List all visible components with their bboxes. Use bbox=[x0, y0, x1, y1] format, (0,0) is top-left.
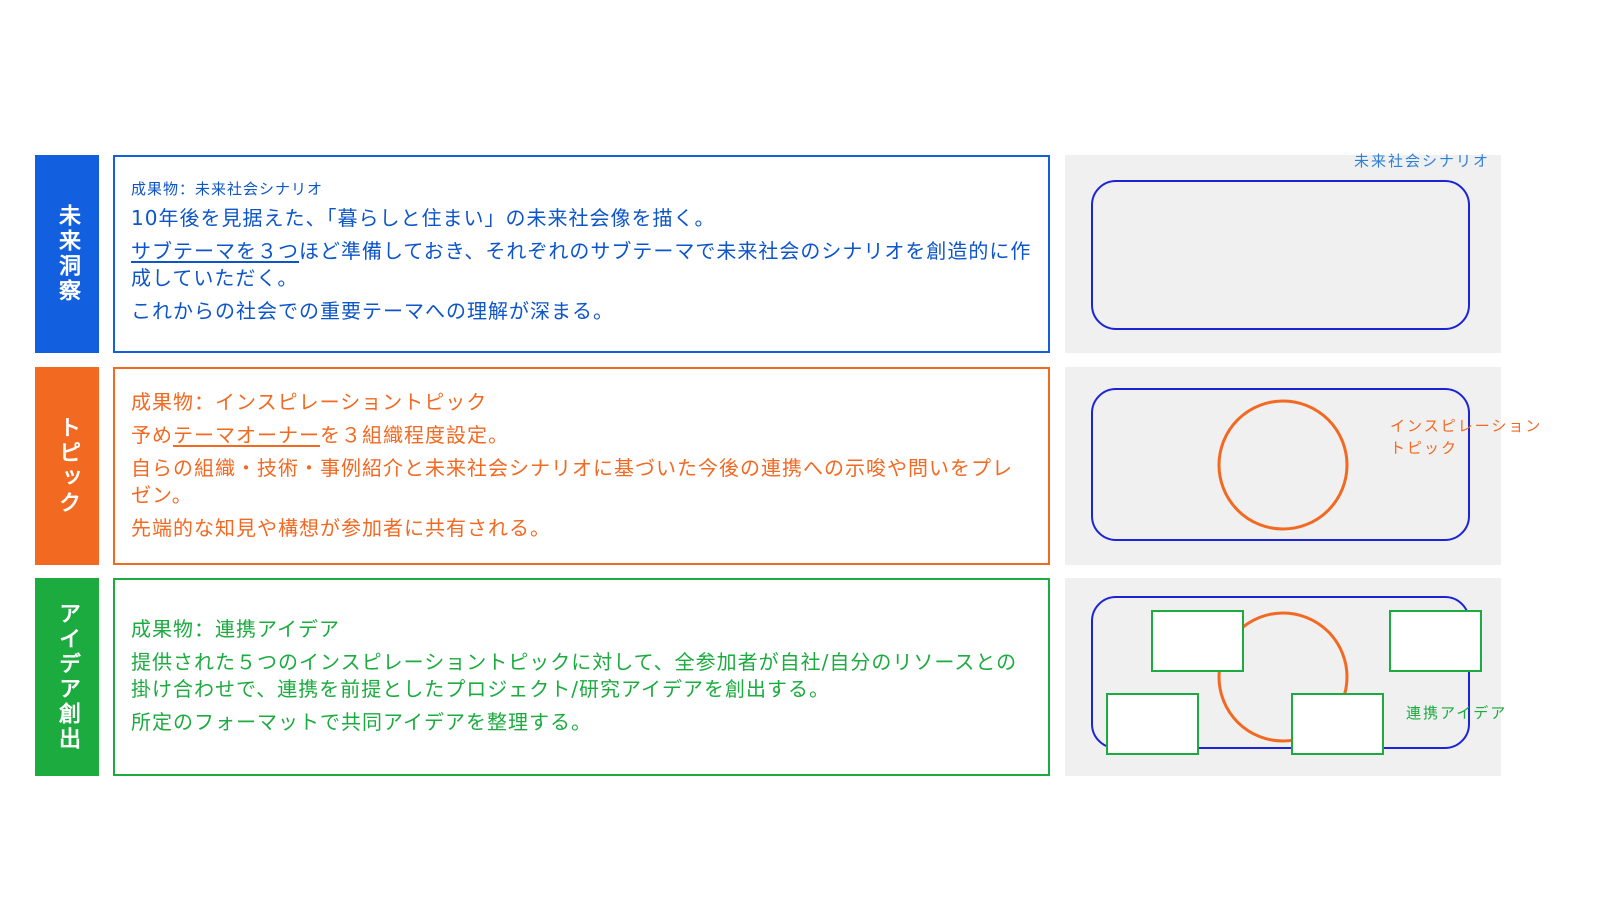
topic-description: 成果物：インスピレーショントピック 予めテーマオーナーを３組織程度設定。 自らの… bbox=[113, 367, 1050, 565]
future-insight-line-2: サブテーマを３つほど準備しておき、それぞれのサブテーマで未来社会のシナリオを創造… bbox=[131, 238, 1032, 292]
topic-line-2: 自らの組織・技術・事例紹介と未来社会シナリオに基づいた今後の連携への示唆や問いを… bbox=[131, 456, 1013, 507]
idea-circle bbox=[1217, 611, 1349, 743]
future-insight-line-3: これからの社会での重要テーマへの理解が深まる。 bbox=[131, 299, 614, 323]
tag-future-insight-label: 未来洞察 bbox=[55, 204, 80, 304]
topic-line-1: 予めテーマオーナーを３組織程度設定。 bbox=[131, 422, 1032, 449]
tag-idea-creation-label: アイデア創出 bbox=[55, 602, 80, 752]
future-insight-line-2-rest: ほど準備しておき、それぞれのサブテーマで未来社会のシナリオを創造的に作成していた… bbox=[131, 239, 1032, 290]
tag-future-insight: 未来洞察 bbox=[35, 155, 99, 353]
inspiration-topic-label-1: インスピレーション bbox=[1390, 417, 1543, 435]
tag-topic: トピック bbox=[35, 367, 99, 565]
inspiration-topic-label-2: トピック bbox=[1390, 439, 1459, 457]
idea-card-1 bbox=[1151, 610, 1244, 672]
idea-creation-line-1: 提供された５つのインスピレーショントピックに対して、全参加者が自社/自分のリソー… bbox=[131, 650, 1018, 701]
tag-topic-label: トピック bbox=[55, 416, 80, 516]
idea-creation-deliverable: 成果物：連携アイデア bbox=[131, 617, 340, 641]
future-insight-line-1: 10年後を見据えた、「暮らしと住まい」の未来社会像を描く。 bbox=[131, 206, 716, 230]
topic-deliverable: 成果物：インスピレーショントピック bbox=[131, 390, 488, 414]
collaboration-idea-svg bbox=[1091, 596, 1482, 755]
idea-creation-line-2: 所定のフォーマットで共同アイデアを整理する。 bbox=[131, 710, 592, 734]
idea-card-4 bbox=[1291, 693, 1384, 755]
future-scenario-diagram: 未来社会シナリオ bbox=[1065, 152, 1501, 353]
future-scenario-label: 未来社会シナリオ bbox=[1354, 152, 1491, 170]
future-insight-description: 成果物：未来社会シナリオ 10年後を見据えた、「暮らしと住まい」の未来社会像を描… bbox=[113, 155, 1050, 353]
future-insight-deliverable: 成果物：未来社会シナリオ bbox=[131, 180, 324, 198]
idea-creation-description: 成果物：連携アイデア 提供された５つのインスピレーショントピックに対して、全参加… bbox=[113, 578, 1050, 776]
scenario-frame bbox=[1091, 180, 1470, 330]
subtheme-underlined-text: サブテーマを３つ bbox=[131, 239, 299, 263]
topic-line-3: 先端的な知見や構想が参加者に共有される。 bbox=[131, 516, 551, 540]
inspiration-topic-diagram: インスピレーション トピック bbox=[1065, 367, 1540, 565]
idea-card-2 bbox=[1389, 610, 1482, 672]
collaboration-idea-diagram: 連携アイデア bbox=[1065, 578, 1505, 776]
collaboration-idea-label: 連携アイデア bbox=[1406, 704, 1508, 722]
theme-owner-underlined-text: テーマオーナー bbox=[173, 423, 320, 447]
idea-card-3 bbox=[1106, 693, 1199, 755]
future-scenario-svg bbox=[1091, 180, 1470, 330]
topic-frame bbox=[1091, 388, 1470, 541]
inspiration-topic-svg bbox=[1091, 388, 1470, 541]
topic-circle bbox=[1217, 399, 1349, 531]
topic-line-1-prefix: 予め bbox=[131, 423, 173, 447]
topic-line-1-suffix: を３組織程度設定。 bbox=[320, 423, 509, 447]
tag-idea-creation: アイデア創出 bbox=[35, 578, 99, 776]
idea-frame bbox=[1091, 596, 1470, 749]
